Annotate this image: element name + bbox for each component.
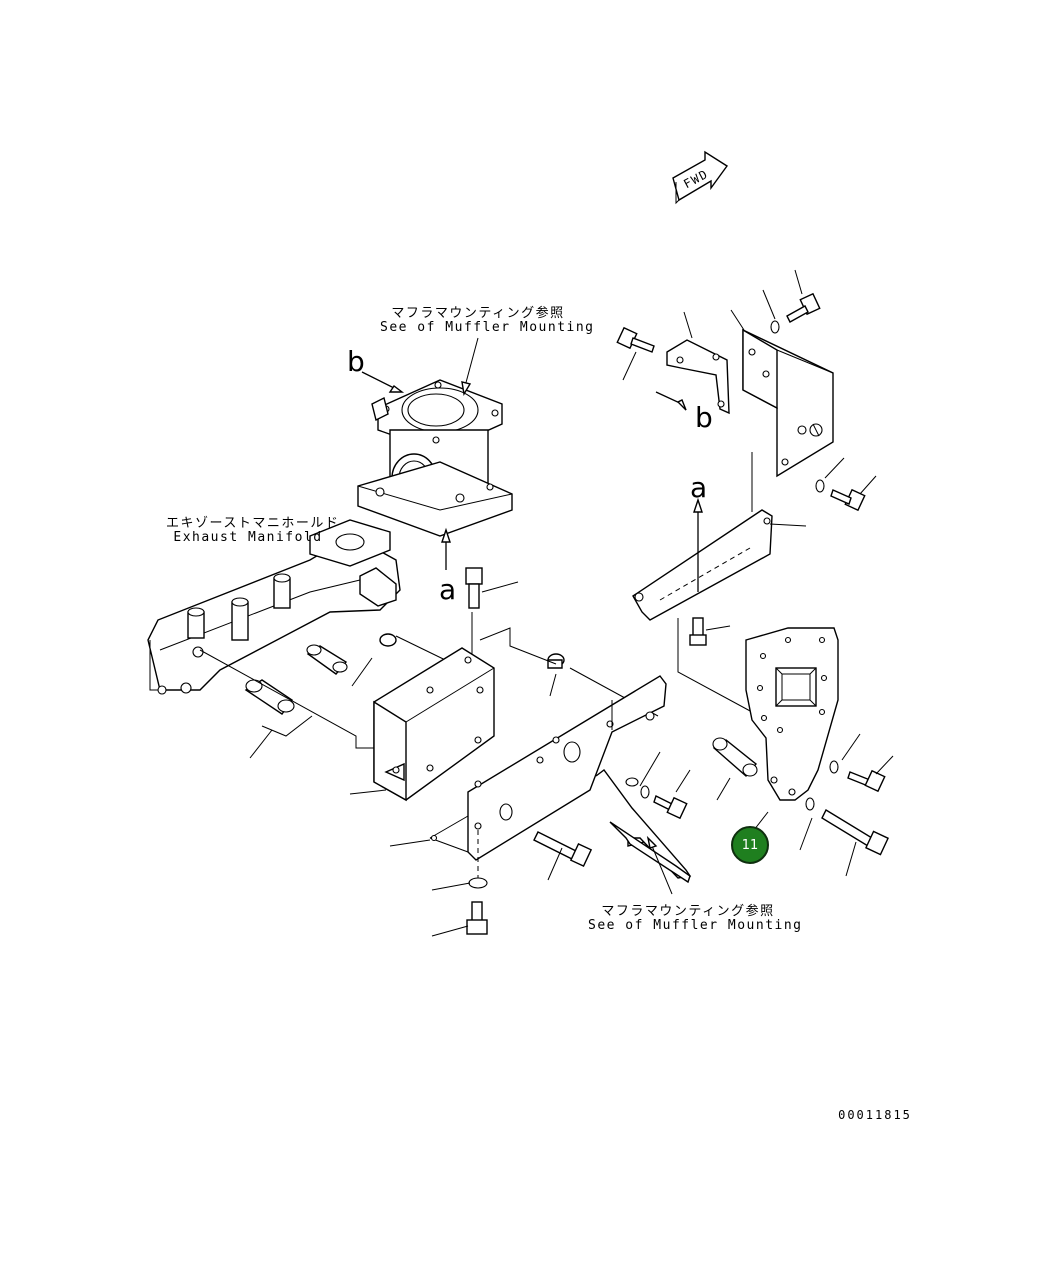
bolt-lower-right-2 bbox=[821, 809, 889, 856]
diagonal-bracket bbox=[632, 509, 773, 621]
bolt-upper-left bbox=[616, 326, 655, 353]
main-bracket bbox=[373, 647, 495, 802]
upper-right-bracket bbox=[742, 328, 834, 478]
bolt-vertical-center bbox=[465, 567, 483, 609]
ref-a-right: a bbox=[690, 471, 708, 504]
ref-b-left: b bbox=[347, 345, 365, 378]
washer-upper bbox=[770, 320, 780, 334]
mounting-plate-right bbox=[745, 627, 839, 801]
muffler-ref-en-top: See of Muffler Mounting bbox=[380, 320, 595, 335]
drawing-number: 00011815 bbox=[838, 1108, 912, 1122]
manifold-label-jp: エキゾーストマニホールド bbox=[166, 516, 340, 531]
muffler-ref-jp-bottom: マフラマウンティング参照 bbox=[601, 904, 775, 919]
part-callout-11[interactable]: 11 bbox=[731, 826, 769, 864]
bolt-bottom-center bbox=[533, 831, 593, 868]
bolt-lower-right-1 bbox=[847, 769, 886, 793]
bolt-upper-right bbox=[786, 292, 821, 323]
exhaust-manifold bbox=[147, 519, 401, 695]
fwd-arrow-icon bbox=[672, 150, 729, 205]
bolt-bottom-mid bbox=[653, 795, 688, 820]
muffler-body bbox=[357, 379, 513, 537]
spacer-right bbox=[712, 737, 758, 777]
small-angle-bracket bbox=[666, 339, 730, 415]
bolt-bottom-left bbox=[466, 901, 488, 935]
bolt-center bbox=[689, 617, 707, 646]
bolt-mid-right bbox=[815, 479, 866, 512]
spacer-left-3 bbox=[379, 633, 565, 669]
muffler-ref-en-bottom: See of Muffler Mounting bbox=[588, 918, 803, 933]
long-flat-plate bbox=[429, 675, 667, 861]
ref-b-right: b bbox=[695, 401, 713, 434]
spacer-left-2 bbox=[306, 644, 348, 675]
muffler-pipe-bracket bbox=[595, 769, 692, 884]
spacer-left-1 bbox=[244, 679, 295, 715]
manifold-label-en: Exhaust Manifold bbox=[173, 530, 323, 545]
muffler-ref-jp-top: マフラマウンティング参照 bbox=[391, 306, 565, 321]
ref-a-left: a bbox=[439, 573, 457, 606]
